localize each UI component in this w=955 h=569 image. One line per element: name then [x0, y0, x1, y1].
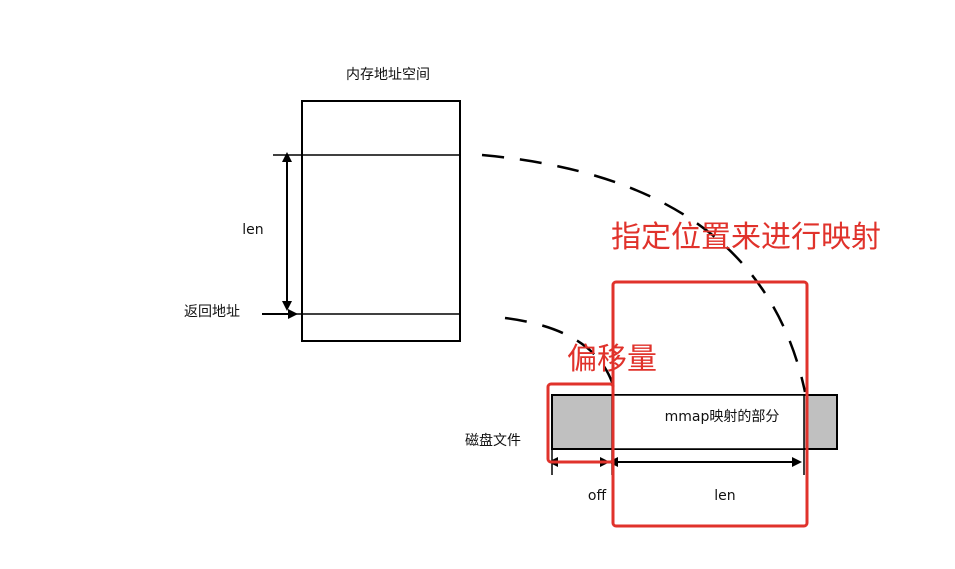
disk-mapped-section	[611, 394, 805, 450]
offset-annotation: 偏移量	[567, 342, 657, 377]
memory-len-label: len	[242, 222, 263, 238]
specify-position-annotation: 指定位置来进行映射	[611, 220, 881, 255]
return-address-label: 返回地址	[184, 304, 240, 320]
mapping-curve-bottom	[504, 316, 617, 393]
mapping-curve-top	[481, 153, 807, 393]
mapped-part-label: mmap映射的部分	[665, 409, 780, 425]
memory-space-title: 内存地址空间	[346, 67, 430, 83]
off-label: off	[588, 488, 607, 504]
offset-highlight-box	[546, 382, 615, 464]
disk-file-label: 磁盘文件	[465, 432, 521, 449]
memory-block	[301, 100, 461, 342]
disk-len-label: len	[714, 488, 735, 504]
